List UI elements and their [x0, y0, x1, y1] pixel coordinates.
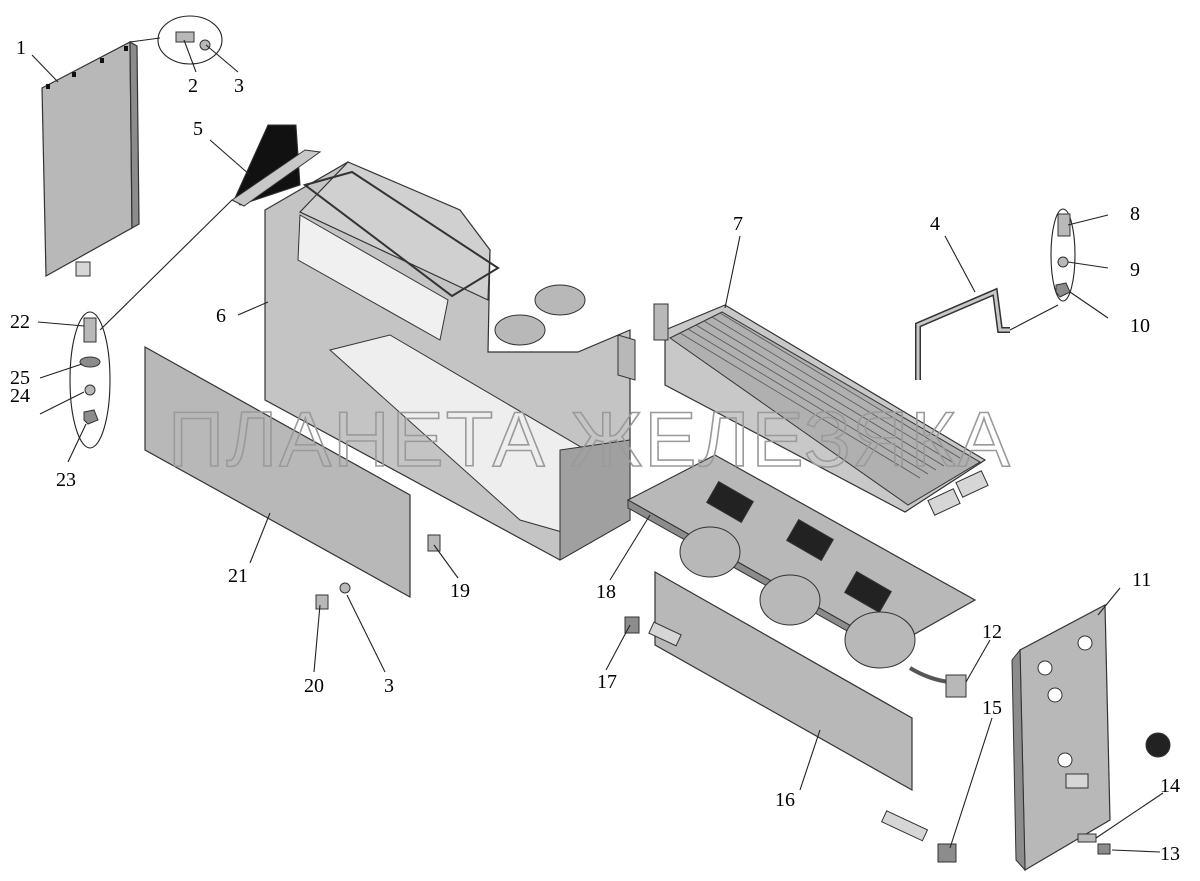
callout-7: 7: [733, 213, 743, 235]
callout-18: 18: [596, 581, 616, 603]
callout-24: 24: [10, 385, 30, 407]
callout-12: 12: [982, 621, 1002, 643]
callout-23: 23: [56, 469, 76, 491]
callout-5: 5: [193, 118, 203, 140]
callout-16: 16: [775, 789, 795, 811]
callout-11: 11: [1132, 569, 1151, 591]
callout-25: 25: [10, 367, 30, 389]
callout-2: 2: [188, 75, 198, 97]
callout-22: 22: [10, 311, 30, 333]
watermark-text: ПЛАНЕТА ЖЕЛЕЗЯКА: [168, 395, 1012, 483]
callout-8: 8: [1130, 203, 1140, 225]
callout-21: 21: [228, 565, 248, 587]
leader-lines: [31, 37, 1164, 853]
callout-9: 9: [1130, 259, 1140, 281]
part-bolt-and-washer-top: [157, 15, 223, 65]
callout-6: 6: [216, 305, 226, 327]
callout-labels: 1 2 3 5 6 7 4 8 9 10 11 12 13 14 15 16 1…: [10, 37, 1180, 865]
callout-17: 17: [597, 671, 617, 693]
part-bracket-5: [231, 124, 322, 207]
callout-20: 20: [304, 675, 324, 697]
callout-1: 1: [16, 37, 26, 59]
callout-14: 14: [1160, 775, 1180, 797]
part-connector: [908, 666, 967, 698]
part-fan-plate: [626, 454, 977, 669]
part-small-screws: [315, 534, 441, 610]
part-side-panel-right: [1011, 604, 1171, 872]
part-front-cover: [144, 345, 411, 599]
callout-3a: 3: [234, 75, 244, 97]
callout-15: 15: [982, 697, 1002, 719]
callout-19: 19: [450, 580, 470, 602]
part-bolt-group-left: [69, 311, 111, 449]
part-radiator: [653, 303, 989, 516]
callout-10: 10: [1130, 315, 1150, 337]
part-bolt-group-right: [1050, 208, 1076, 302]
part-strap-bracket: [915, 287, 1010, 380]
part-lower-cover: [624, 570, 957, 863]
callout-13: 13: [1160, 843, 1180, 865]
callout-4: 4: [930, 213, 940, 235]
callout-3b: 3: [384, 675, 394, 697]
part-side-panel-left: [41, 40, 140, 278]
part-housing: [264, 161, 636, 561]
